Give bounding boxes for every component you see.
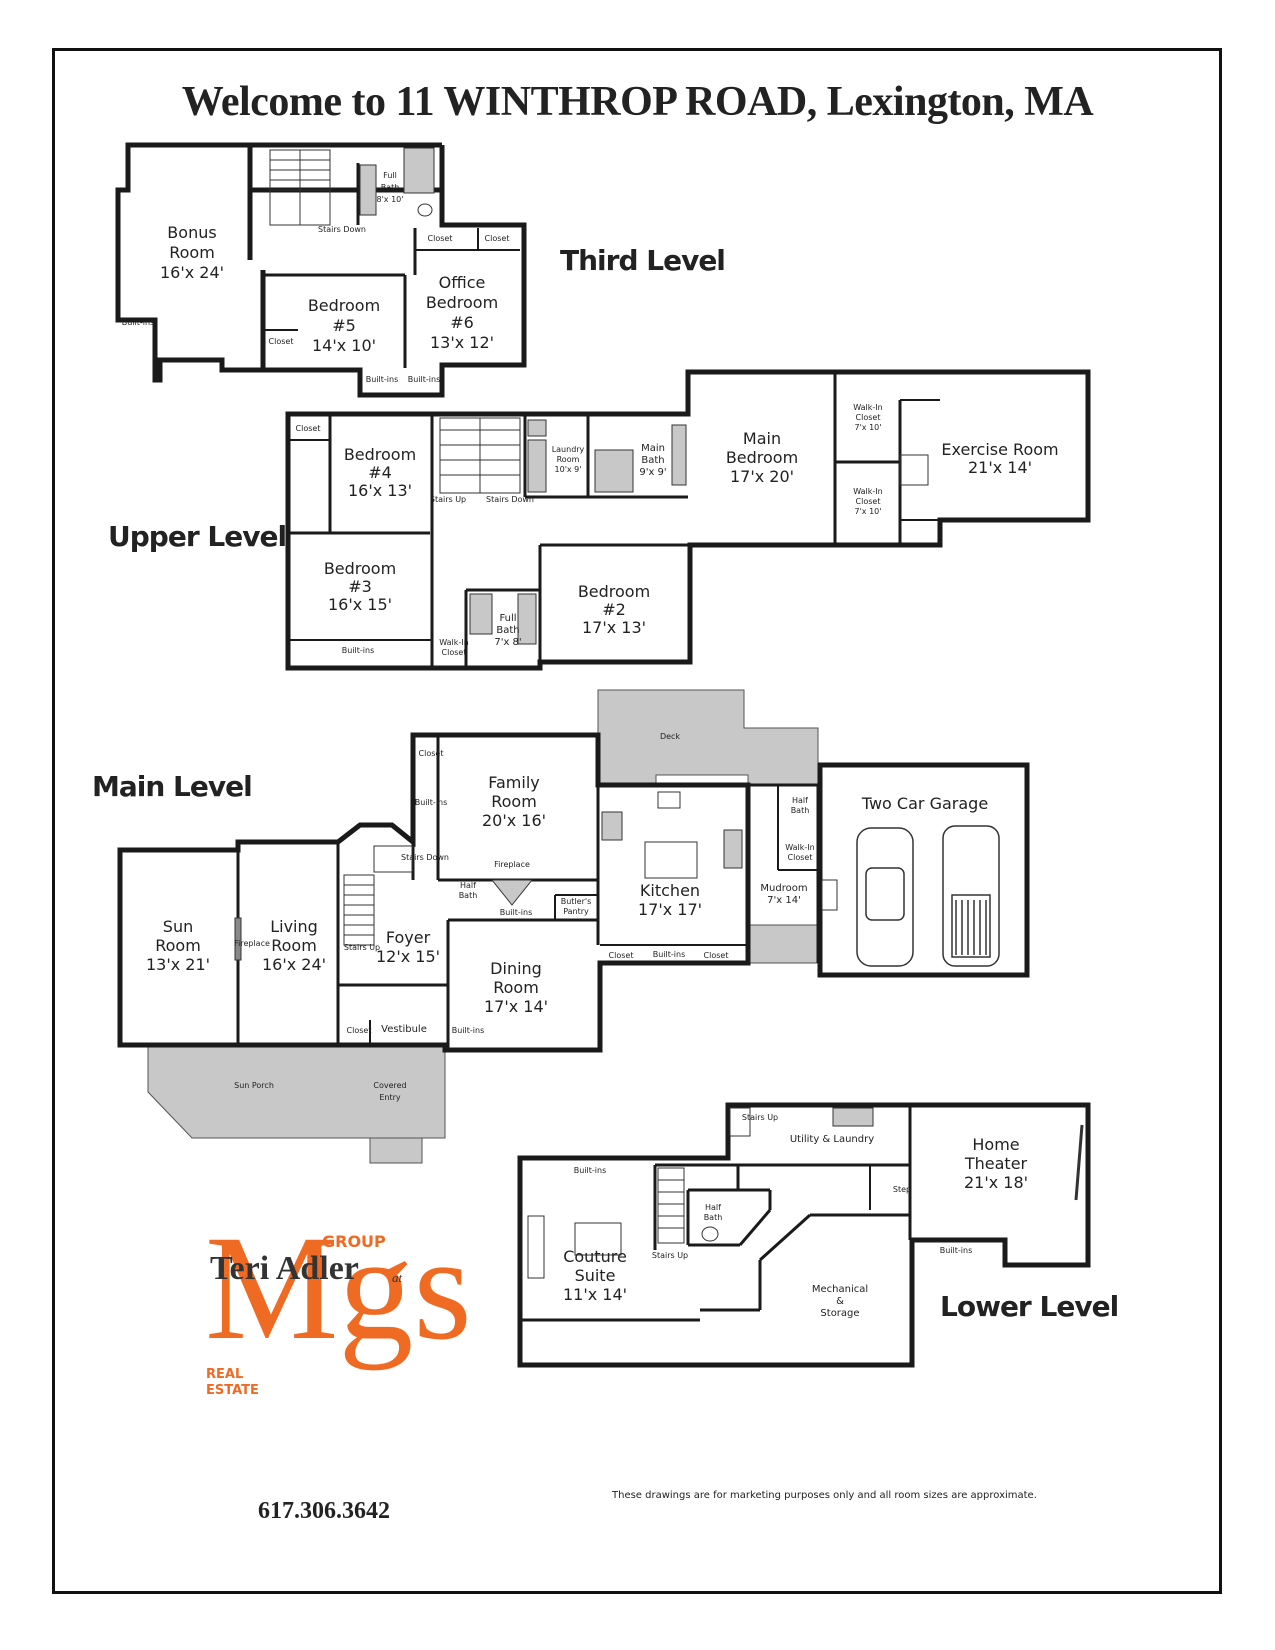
main-stairs-down-label: Stairs Down xyxy=(401,853,449,862)
logo-group-text: GROUP xyxy=(322,1232,386,1251)
lower-builtins-label-b: Built-ins xyxy=(940,1246,973,1255)
page-title: Welcome to 11 WINTHROP ROAD, Lexington, … xyxy=(181,79,1094,125)
third-level-plan xyxy=(115,142,527,398)
main-fireplace-label: Fireplace xyxy=(494,860,530,869)
main-builtins-label-d: Built-ins xyxy=(500,908,533,917)
third-builtins-label-c: Built-ins xyxy=(408,375,441,384)
main-fixtures xyxy=(234,791,838,961)
main-stairs-up-label: Stairs Up xyxy=(344,943,380,952)
disclaimer: These drawings are for marketing purpose… xyxy=(612,1490,1037,1501)
upper-closet-label: Closet xyxy=(296,424,321,433)
lower-step-label: Step xyxy=(893,1185,911,1194)
agent-at: at xyxy=(392,1270,403,1285)
lower-mechanical-storage-label: Mechanical&Storage xyxy=(812,1284,868,1319)
level-label-lower: Lower Level xyxy=(940,1290,1119,1323)
lower-utility-laundry-label: Utility & Laundry xyxy=(790,1134,874,1145)
agent-phone: 617.306.3642 xyxy=(258,1498,390,1524)
main-builtins-label-a: Built-ins xyxy=(653,950,686,959)
mgs-logo: Mgs GROUP REAL ESTATE xyxy=(205,1205,472,1398)
level-label-third: Third Level xyxy=(560,244,726,277)
logo-real-text: REAL xyxy=(206,1367,243,1382)
main-closet-label-d: Closet xyxy=(347,1026,372,1035)
lower-stairs-up-label: Stairs Up xyxy=(742,1113,778,1122)
lower-level-plan xyxy=(517,1102,1091,1368)
upper-stairs-down-label: Stairs Down xyxy=(486,495,534,504)
third-closet-label-a: Closet xyxy=(428,234,453,243)
main-closet-label-c: Closet xyxy=(704,951,729,960)
third-closet-label-b: Closet xyxy=(485,234,510,243)
main-fireplace-label-2: Fireplace xyxy=(234,939,270,948)
lower-fixtures xyxy=(527,1107,1084,1279)
main-sun-porch-label: Sun Porch xyxy=(234,1081,274,1090)
main-closet-label-a: Closet xyxy=(419,749,444,758)
upper-level-plan xyxy=(285,369,1091,671)
level-label-main: Main Level xyxy=(92,770,253,803)
main-closet-label-b: Closet xyxy=(609,951,634,960)
agent-name: Teri Adler xyxy=(210,1250,359,1287)
main-builtins-label-b: Built-ins xyxy=(415,798,448,807)
garage-cars xyxy=(856,825,1000,967)
main-deck-label: Deck xyxy=(660,732,680,741)
upper-stairs xyxy=(439,417,929,494)
main-builtins-label-c: Built-ins xyxy=(452,1026,485,1035)
third-builtins-label-b: Built-ins xyxy=(366,375,399,384)
page-border xyxy=(52,48,1222,1594)
third-bath-fixtures xyxy=(359,147,435,217)
third-stairs-down-label: Stairs Down xyxy=(318,225,366,234)
third-builtins-label-a: Built-ins xyxy=(122,318,155,327)
main-vestibule-label: Vestibule xyxy=(381,1024,427,1035)
upper-bath-fixtures xyxy=(469,419,687,645)
lower-stairs-up-label-2: Stairs Up xyxy=(652,1251,688,1260)
logo-estate-text: ESTATE xyxy=(206,1383,259,1398)
third-stairs xyxy=(269,149,331,226)
upper-stairs-up-label: Stairs Up xyxy=(430,495,466,504)
upper-builtins-label: Built-ins xyxy=(342,646,375,655)
logo-letters: Mgs xyxy=(205,1205,472,1371)
level-label-upper: Upper Level xyxy=(108,520,287,553)
lower-builtins-label-a: Built-ins xyxy=(574,1166,607,1175)
main-garage-label: Two Car Garage xyxy=(861,794,988,813)
main-level-exterior xyxy=(147,689,819,1164)
third-closet-label-c: Closet xyxy=(269,337,294,346)
